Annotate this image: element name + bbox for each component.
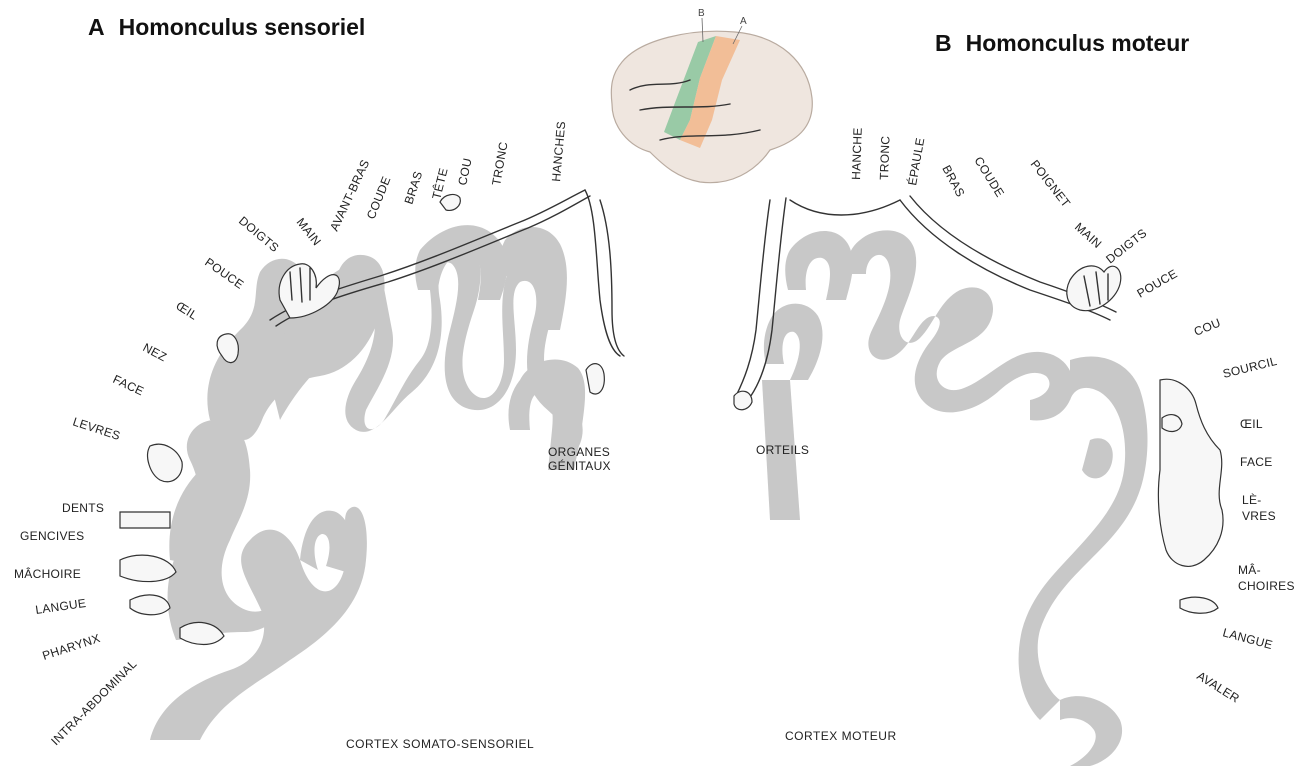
- sensory-label-gencives: GENCIVES: [20, 529, 84, 543]
- sensory-label-dents: DENTS: [62, 501, 104, 515]
- sensory-teeth: [120, 512, 170, 528]
- sensory-label-cou: COU: [455, 157, 474, 187]
- sensory-label-doigts: DOIGTS: [236, 214, 282, 255]
- sensory-lips: [148, 444, 183, 482]
- motor-label-pouce: POUCE: [1135, 266, 1180, 300]
- motor-label-orteils: ORTEILS: [756, 443, 809, 457]
- motor-label-oeil: ŒIL: [1240, 417, 1263, 431]
- sensory-label-oeil: ŒIL: [173, 299, 200, 323]
- motor-label-main: MAIN: [1072, 220, 1105, 251]
- motor-label-epaule: ÉPAULE: [904, 136, 927, 186]
- motor-label-machoires-1: MÂ-: [1238, 562, 1261, 577]
- motor-cortex-caption: CORTEX MOTEUR: [785, 729, 897, 743]
- sensory-genitals: [586, 364, 604, 394]
- sensory-cortex-section: [150, 225, 585, 740]
- motor-label-doigts: DOIGTS: [1103, 226, 1149, 266]
- sensory-label-coude: COUDE: [364, 174, 394, 221]
- sensory-label-langue: LANGUE: [34, 596, 87, 617]
- motor-label-langue: LANGUE: [1221, 625, 1274, 652]
- sensory-label-tronc: TRONC: [489, 141, 510, 187]
- sensory-label-machoire: MÂCHOIRE: [14, 566, 81, 581]
- motor-hand: [1067, 266, 1121, 311]
- motor-label-bras: BRAS: [939, 163, 967, 199]
- sensory-labels: HANCHES TRONC COU TÊTE BRAS COUDE AVANT-…: [14, 120, 611, 751]
- sensory-label-nez: NEZ: [141, 340, 170, 364]
- motor-label-machoires-2: CHOIRES: [1238, 579, 1294, 593]
- sensory-label-bras: BRAS: [402, 169, 426, 206]
- sensory-label-face: FACE: [111, 372, 146, 398]
- sensory-label-main: MAIN: [294, 215, 324, 248]
- motor-label-levres-2: VRES: [1242, 509, 1276, 523]
- motor-label-coude: COUDE: [971, 154, 1007, 199]
- inset-label-a: A: [740, 16, 747, 27]
- sensory-label-intra-abdominal: INTRA-ABDOMINAL: [48, 657, 139, 748]
- brain-inset: B A: [611, 8, 812, 183]
- motor-eye: [1162, 415, 1182, 432]
- sensory-label-avant-bras: AVANT-BRAS: [327, 157, 372, 233]
- motor-label-levres-1: LÈ-: [1242, 492, 1262, 507]
- sensory-label-levres: LEVRES: [71, 415, 122, 444]
- sensory-label-organes: ORGANES: [548, 445, 610, 459]
- motor-label-avaler: AVALER: [1194, 669, 1242, 706]
- sensory-tongue: [130, 595, 170, 615]
- motor-face: [1158, 379, 1223, 566]
- motor-label-cou: COU: [1192, 315, 1223, 338]
- sensory-jaw: [120, 555, 176, 581]
- motor-tongue: [1180, 597, 1218, 613]
- motor-foot: [734, 391, 752, 410]
- sensory-label-pouce: POUCE: [202, 255, 246, 292]
- sensory-label-genitaux: GÉNITAUX: [548, 458, 611, 473]
- sensory-label-pharynx: PHARYNX: [41, 631, 102, 663]
- motor-label-hanche: HANCHE: [849, 127, 865, 180]
- sensory-leg: [585, 190, 620, 356]
- motor-label-poignet: POIGNET: [1028, 157, 1074, 210]
- sensory-cortex-caption: CORTEX SOMATO-SENSORIEL: [346, 737, 534, 751]
- sensory-label-hanches: HANCHES: [549, 120, 568, 182]
- motor-label-face: FACE: [1240, 455, 1273, 469]
- motor-label-sourcil: SOURCIL: [1221, 354, 1278, 381]
- inset-label-b: B: [698, 8, 705, 19]
- motor-label-tronc: TRONC: [877, 135, 893, 180]
